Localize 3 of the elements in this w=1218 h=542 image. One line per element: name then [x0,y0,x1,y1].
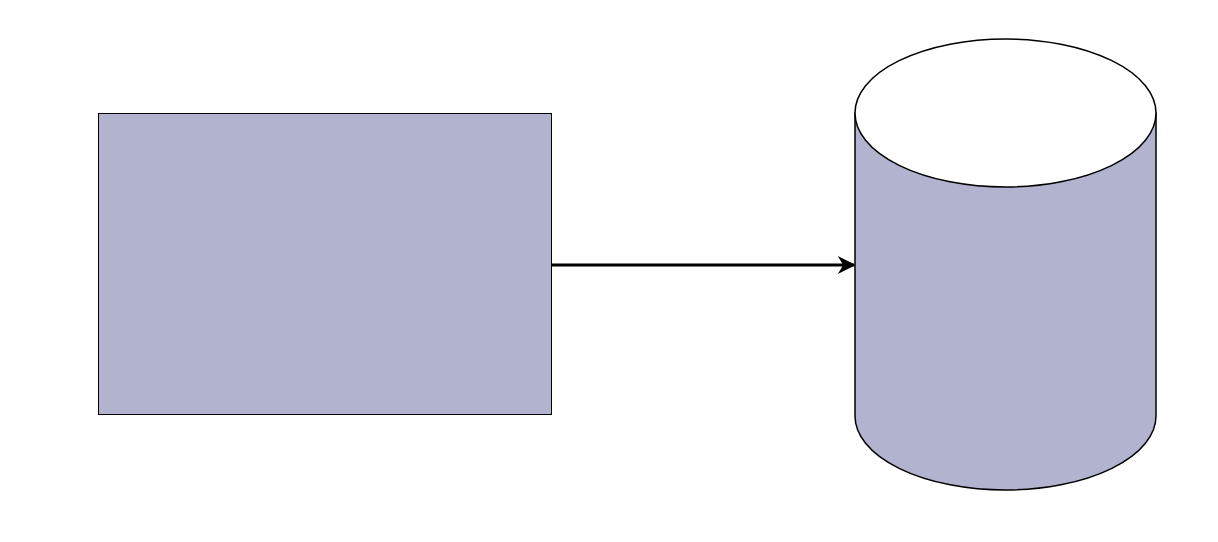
database-cylinder [854,38,1157,491]
rectangle-block [98,113,552,415]
arrow [552,256,856,274]
